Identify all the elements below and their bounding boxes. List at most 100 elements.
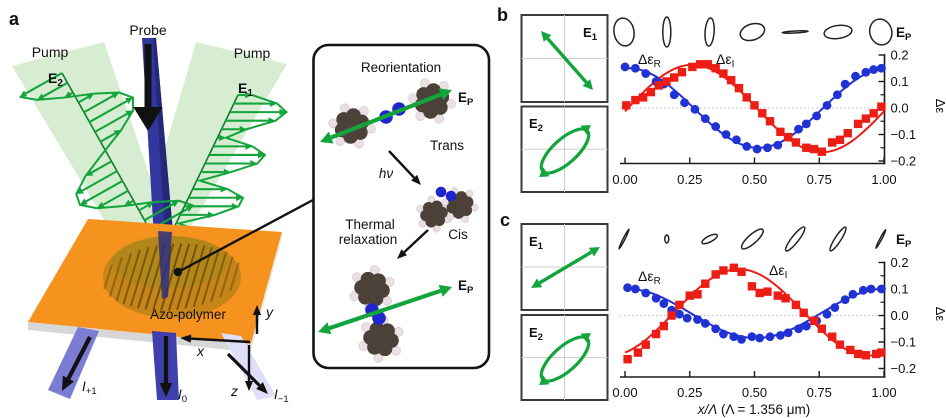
field-arrow xyxy=(238,91,253,99)
x-tick-label: 0.00 xyxy=(612,172,637,187)
axis-z-label: z xyxy=(230,383,238,399)
data-point xyxy=(719,329,728,339)
ep-arrow-top xyxy=(320,88,452,144)
probe-beam-in-slab xyxy=(158,231,172,299)
data-point xyxy=(685,291,694,300)
x-tick-label: 0.00 xyxy=(612,385,637,400)
data-point xyxy=(700,319,710,328)
order-minus1-label: I−1 xyxy=(274,387,289,405)
field-arrow xyxy=(37,81,69,100)
data-point xyxy=(742,93,751,102)
data-point xyxy=(832,90,842,100)
callout-dot xyxy=(173,267,183,277)
field-arrow xyxy=(143,200,180,222)
data-point xyxy=(719,69,728,78)
data-point xyxy=(853,349,863,359)
data-point xyxy=(840,295,850,304)
data-point xyxy=(877,63,886,73)
data-point xyxy=(638,93,648,102)
pump-polarization-box-e1: E1 xyxy=(520,223,609,311)
series-ΔεI xyxy=(623,263,886,364)
field-arrow xyxy=(83,92,120,114)
data-point xyxy=(809,316,819,325)
data-point xyxy=(630,284,640,294)
y-tick-label: −0.2 xyxy=(891,154,917,169)
polarization-ellipse xyxy=(613,17,635,47)
probe-label: Probe xyxy=(129,22,167,38)
data-point xyxy=(872,349,881,359)
data-point xyxy=(752,144,762,154)
x-tick-label: 0.25 xyxy=(677,172,702,187)
data-point xyxy=(737,334,746,344)
thermal-relaxation-line2: relaxation xyxy=(339,232,398,247)
panel-a: a Probe Pump Pump E2 E1 Azo-polymer x y … xyxy=(9,9,314,405)
polarization-ellipse xyxy=(704,17,715,47)
data-point xyxy=(700,114,710,123)
thermal-relaxation-line1: Thermal xyxy=(345,217,395,232)
trans-label: Trans xyxy=(430,138,464,153)
data-point xyxy=(828,138,837,147)
panel-a-arrows xyxy=(62,44,268,397)
data-point xyxy=(755,288,764,298)
legend-ΔεI: ΔεI xyxy=(769,262,787,281)
data-point xyxy=(734,83,744,93)
data-point xyxy=(701,279,710,288)
data-point xyxy=(646,87,656,97)
y-tick-label: −0.2 xyxy=(891,361,917,376)
data-point xyxy=(670,73,679,82)
data-point xyxy=(794,124,803,134)
pump-left-label: Pump xyxy=(32,44,69,60)
axis-x-arrow xyxy=(180,334,251,344)
data-point xyxy=(711,122,721,131)
order-minus1-arrow xyxy=(226,352,268,394)
y-axis-label: Δε xyxy=(933,307,946,322)
data-point xyxy=(747,282,757,291)
pump-right-label: Pump xyxy=(234,45,271,61)
panel-a-label: a xyxy=(9,9,20,29)
data-point xyxy=(693,315,702,324)
beam-e1-label: E1 xyxy=(238,80,253,99)
legend-ΔεR: ΔεR xyxy=(638,51,661,70)
data-point xyxy=(794,324,803,334)
data-point xyxy=(623,355,632,364)
data-point xyxy=(830,303,840,312)
data-point xyxy=(742,142,752,151)
x-tick-label: 0.75 xyxy=(807,385,832,400)
data-point xyxy=(783,328,793,338)
polarization-ellipse xyxy=(781,30,809,34)
field-arrow xyxy=(188,194,243,202)
data-point xyxy=(840,79,850,89)
data-point xyxy=(773,291,783,300)
axis-z-arrow xyxy=(244,345,254,391)
axis-x-label: x xyxy=(196,343,205,359)
cis-molecule-image xyxy=(416,186,479,233)
field-arrow xyxy=(88,97,133,123)
data-point xyxy=(641,288,651,298)
data-point xyxy=(631,95,640,105)
data-point xyxy=(651,293,661,303)
ep-row-label: EP xyxy=(896,232,912,250)
data-point xyxy=(822,309,832,319)
order-0-label: I0 xyxy=(178,387,187,405)
probe-beam-edge xyxy=(153,38,173,235)
order-plus1-arrow xyxy=(62,336,92,391)
photon-label: hν xyxy=(379,166,394,181)
x-axis-label: x/Λ (Λ = 1.356 μm) xyxy=(697,402,810,417)
ep-top-label: EP xyxy=(458,90,474,108)
pump-e1-field-helix xyxy=(171,91,288,236)
data-point xyxy=(877,102,886,111)
data-point xyxy=(688,62,697,72)
polarization-ellipse xyxy=(618,228,630,250)
data-point xyxy=(747,332,757,342)
data-point xyxy=(654,81,663,90)
panel-c-label: c xyxy=(500,210,510,230)
box-label-e2: E2 xyxy=(529,325,543,343)
data-point xyxy=(680,98,689,108)
panel-b-label: b xyxy=(497,5,508,25)
polarization-ellipse xyxy=(829,226,847,252)
data-point xyxy=(758,109,767,118)
